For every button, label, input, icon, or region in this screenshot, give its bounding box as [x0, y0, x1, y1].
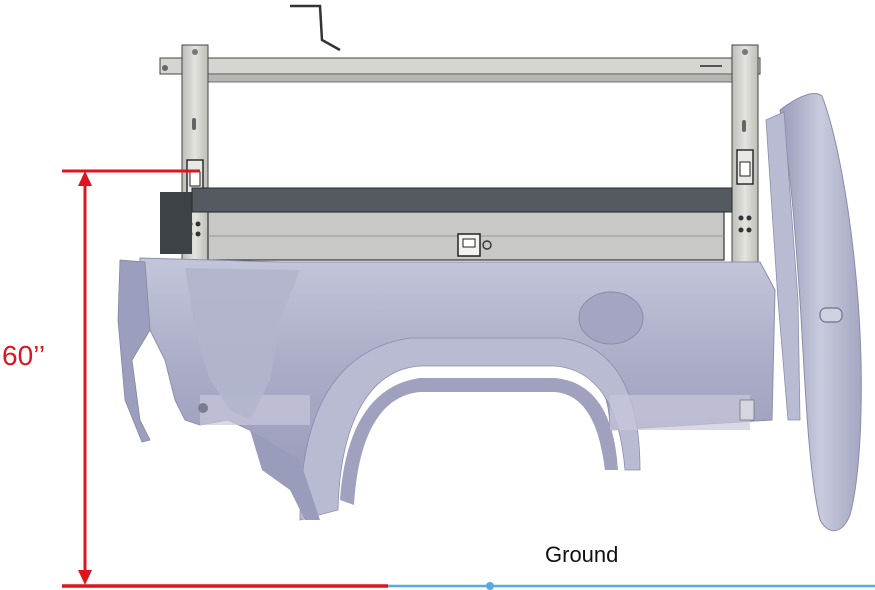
antenna-rod	[290, 4, 341, 52]
ground-marker-dot	[486, 582, 494, 590]
rack-top-crossbar	[159, 57, 761, 83]
truck-toolbox	[160, 187, 733, 261]
truck-tailgate	[765, 93, 862, 532]
truck-bed-side-panel	[117, 257, 776, 521]
rack-right-upright	[731, 44, 759, 266]
ground-label: Ground	[545, 542, 619, 567]
height-dimension-label: 60’’	[2, 340, 46, 371]
ground-line	[62, 582, 875, 590]
height-dimension-line	[62, 169, 200, 585]
fuel-door	[578, 291, 644, 345]
